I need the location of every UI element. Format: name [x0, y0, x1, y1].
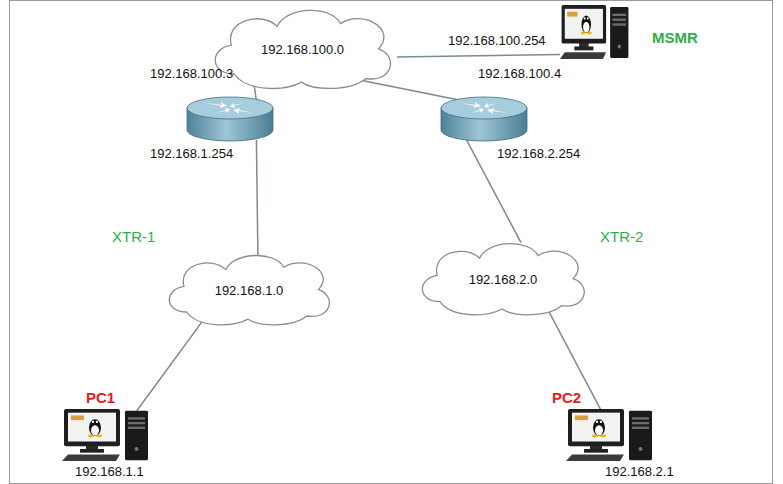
- network-link: [548, 310, 601, 411]
- xtr-label: XTR-1: [112, 228, 155, 245]
- ip-address: 192.168.1.0: [215, 283, 284, 298]
- cloud-outline: [422, 244, 584, 315]
- network-cloud: 192.168.1.0: [160, 248, 338, 328]
- network-link: [357, 79, 466, 101]
- network-link: [137, 318, 205, 410]
- cloud-outline: [169, 255, 329, 324]
- computer-icon: [566, 409, 652, 461]
- ip-address: 192.168.2.0: [469, 272, 538, 287]
- network-cloud: 192.168.2.0: [413, 236, 593, 318]
- pc-shape: [566, 408, 654, 462]
- pc-shape: [62, 408, 150, 462]
- ip-address: 192.168.100.254: [448, 33, 546, 48]
- device-name: PC1: [86, 390, 115, 405]
- router-symbol: [441, 97, 527, 141]
- network-cloud: 192.168.100.0: [205, 2, 400, 92]
- computer-icon: [560, 5, 628, 59]
- device-name: PC2: [552, 390, 581, 405]
- ip-address: 192.168.1.1: [75, 464, 144, 479]
- cloud-outline: [215, 10, 390, 88]
- ip-address: 192.168.100.0: [261, 42, 344, 57]
- client-computer: PC1192.168.1.1: [62, 408, 150, 462]
- ip-address: 192.168.100.3: [150, 66, 233, 81]
- xtr-label: XTR-2: [600, 228, 643, 245]
- frame-border: [10, 1, 773, 484]
- network-link: [256, 140, 258, 256]
- server-computer: 192.168.100.254MSMR: [560, 4, 630, 60]
- device-name: MSMR: [652, 30, 698, 45]
- router-shape: [186, 96, 274, 142]
- router-symbol: [187, 97, 273, 141]
- router: 192.168.100.4192.168.2.254: [440, 96, 528, 142]
- computer-icon: [62, 409, 148, 461]
- client-computer: PC2192.168.2.1: [566, 408, 654, 462]
- network-link: [397, 54, 560, 57]
- pc-shape: [560, 4, 630, 60]
- router-shape: [440, 96, 528, 142]
- ip-address: 192.168.100.4: [478, 66, 561, 81]
- ip-address: 192.168.2.254: [497, 146, 580, 161]
- ip-address: 192.168.1.254: [150, 146, 233, 161]
- ip-address: 192.168.2.1: [605, 464, 674, 479]
- router: 192.168.100.3192.168.1.254: [186, 96, 274, 142]
